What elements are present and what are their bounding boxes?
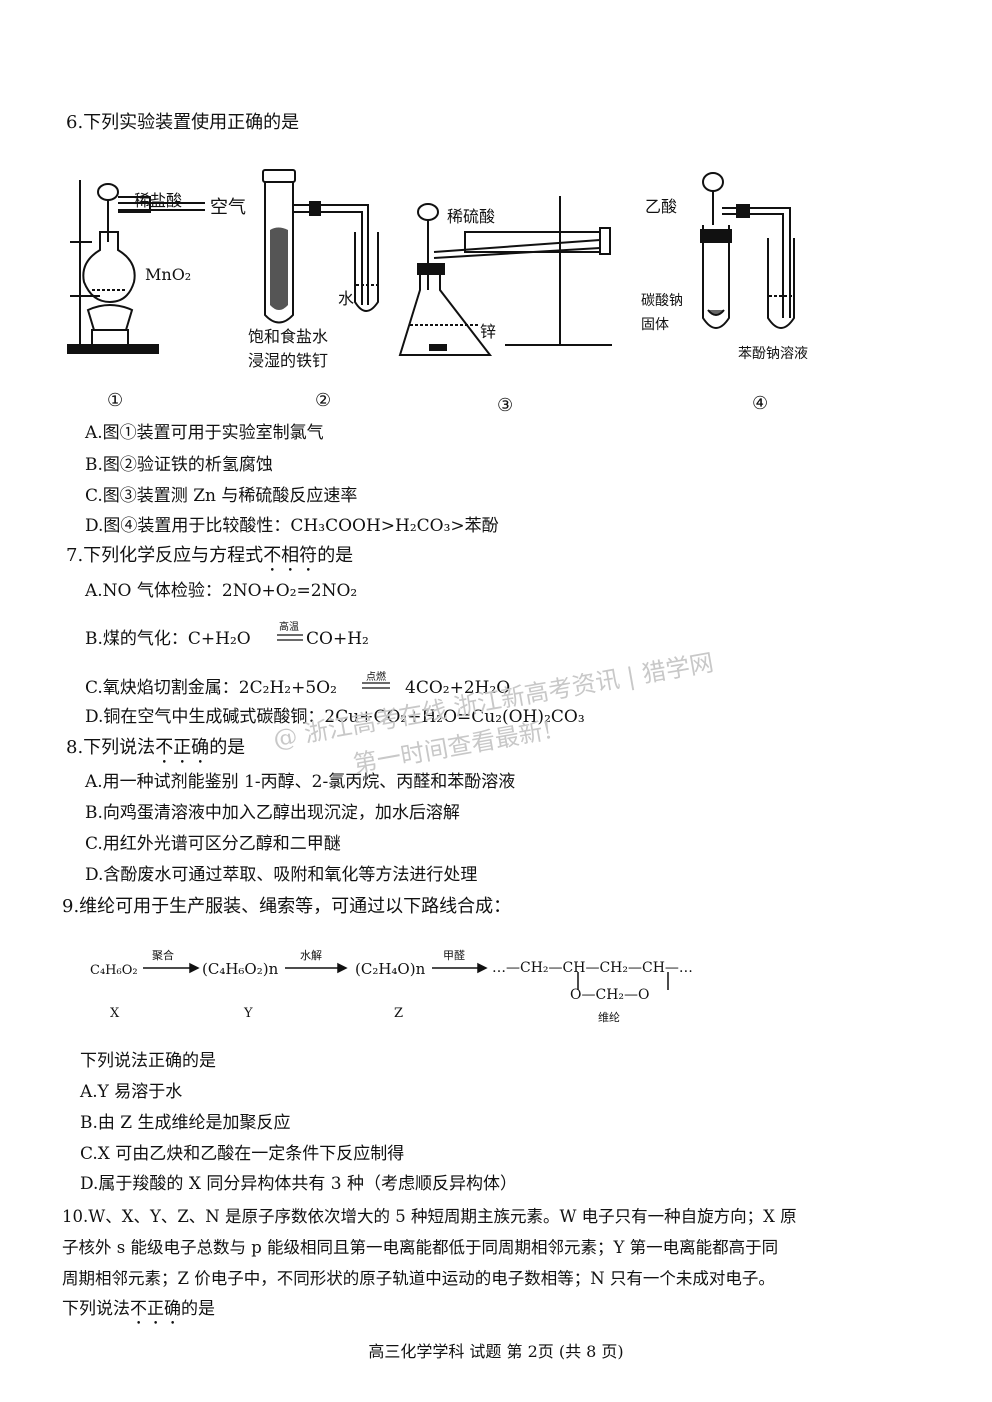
q9-stem: 9.维纶可用于生产服装、绳索等，可通过以下路线合成： <box>62 896 512 917</box>
label-water: 水 <box>338 289 355 308</box>
q10-line-3: 周期相邻元素；Z 价电子中，不同形状的原子轨道中运动的电子数相等；N 只有一个未… <box>62 1269 775 1288</box>
label-na2co3: 碳酸钠 <box>641 293 683 309</box>
y-label: Y <box>244 1006 253 1021</box>
vinylon-chain: …—CH₂—CH—CH₂—CH—… <box>492 960 693 976</box>
fig-number-1: ① <box>107 390 124 411</box>
q8-option-c: C.用红外光谱可区分乙醇和二甲醚 <box>85 834 341 854</box>
q9-option-d: D.属于羧酸的 X 同分异构体共有 3 种（考虑顺反异构体） <box>80 1174 517 1194</box>
arrow-label-hydrolyze: 水解 <box>300 949 322 962</box>
q7-option-a: A.NO 气体检验：2NO+O₂=2NO₂ <box>85 581 358 601</box>
q6-option-c: C.图③装置测 Zn 与稀硫酸反应速率 <box>85 486 358 506</box>
q7-b-condition: 高温 <box>279 622 299 633</box>
q7-stem: 7.下列化学反应与方程式不相符的是 <box>66 545 354 566</box>
x-formula: C₄H₆O₂ <box>90 963 138 978</box>
label-zinc: 锌 <box>480 322 497 341</box>
arrow-label-polymerize: 聚合 <box>152 949 174 962</box>
q8-option-d: D.含酚废水可通过萃取、吸附和氧化等方法进行处理 <box>85 865 478 885</box>
q9-option-c: C.X 可由乙炔和乙酸在一定条件下反应制得 <box>80 1144 405 1164</box>
label-phenoxide: 苯酚钠溶液 <box>738 346 808 362</box>
q7-option-b: B.煤的气化：C+H₂O <box>85 629 251 649</box>
q6-option-d: D.图④装置用于比较酸性：CH₃COOH>H₂CO₃>苯酚 <box>85 516 499 536</box>
q9-option-b: B.由 Z 生成维纶是加聚反应 <box>80 1113 291 1133</box>
q6-stem: 6.下列实验装置使用正确的是 <box>66 112 300 133</box>
q7-c-product: 4CO₂+2H₂O <box>405 678 511 698</box>
label-air: 空气 <box>210 197 246 218</box>
page-footer: 高三化学学科 试题 第 2页 (共 8 页) <box>368 1342 624 1361</box>
q7-c-condition: 点燃 <box>366 672 386 683</box>
y-formula: (C₄H₆O₂)n <box>202 960 279 978</box>
q6-option-a: A.图①装置可用于实验室制氯气 <box>85 423 324 443</box>
label-acetic-acid: 乙酸 <box>645 197 678 216</box>
q10-line-1: 10.W、X、Y、Z、N 是原子序数依次增大的 5 种短周期主族元素。W 电子只… <box>62 1207 797 1226</box>
q7-b-product: CO+H₂ <box>306 629 369 649</box>
fig-number-2: ② <box>315 390 332 411</box>
label-brine: 饱和食盐水 <box>248 327 329 346</box>
q9-sub-stem: 下列说法正确的是 <box>80 1051 216 1071</box>
label-dilute-hcl: 稀盐酸 <box>134 191 183 210</box>
q7-option-d: D.铜在空气中生成碱式碳酸铜：2Cu+CO₂+H₂O=Cu₂(OH)₂CO₃ <box>85 707 585 727</box>
q8-option-b: B.向鸡蛋清溶液中加入乙醇出现沉淀，加水后溶解 <box>85 803 460 823</box>
label-dilute-h2so4: 稀硫酸 <box>447 207 496 226</box>
label-mno2: MnO₂ <box>145 265 192 284</box>
z-formula: (C₂H₄O)n <box>355 960 426 978</box>
q6-option-b: B.图②验证铁的析氢腐蚀 <box>85 455 273 475</box>
q10-line-2: 子核外 s 能级电子总数与 p 能级相同且第一电离能都低于同周期相邻元素；Y 第… <box>62 1238 779 1257</box>
label-iron-nail: 浸湿的铁钉 <box>248 351 329 370</box>
z-label: Z <box>394 1006 404 1021</box>
fig-number-3: ③ <box>497 395 514 416</box>
vinylon-ring: O—CH₂—O <box>570 987 650 1003</box>
q7-option-c: C.氧炔焰切割金属：2C₂H₂+5O₂ <box>85 678 337 698</box>
fig-number-4: ④ <box>752 393 769 414</box>
label-solid: 固体 <box>641 317 669 333</box>
q9-option-a: A.Y 易溶于水 <box>80 1082 183 1102</box>
arrow-label-formaldehyde: 甲醛 <box>443 949 465 962</box>
q8-stem: 8.下列说法不正确的是 <box>66 737 246 758</box>
vinylon-label: 维纶 <box>598 1011 620 1024</box>
q8-option-a: A.用一种试剂能鉴别 1-丙醇、2-氯丙烷、丙醛和苯酚溶液 <box>85 772 516 792</box>
q10-stem: 下列说法不正确的是 <box>62 1299 215 1319</box>
x-label: X <box>110 1006 120 1021</box>
